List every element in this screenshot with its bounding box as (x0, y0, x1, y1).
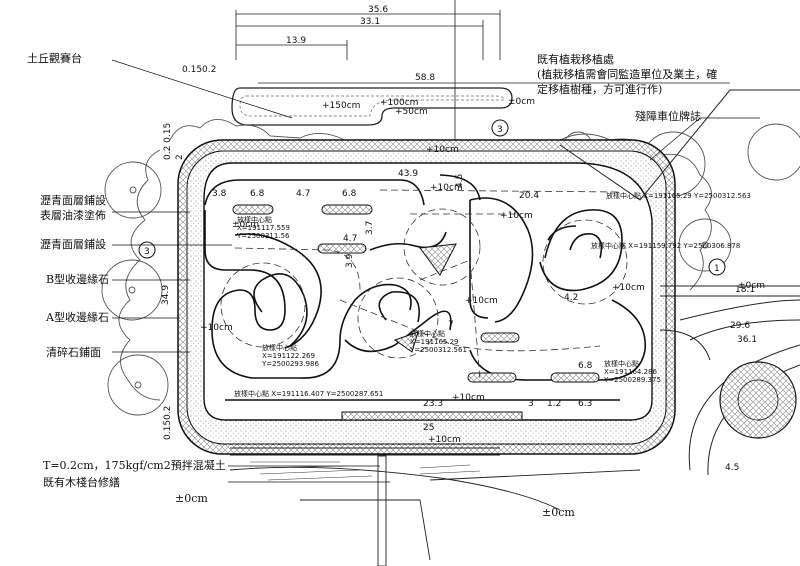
dim-25: 25 (423, 423, 434, 433)
dim-3-9: 3.9 (345, 253, 355, 268)
stake-3-title: 放樣中心點 (410, 329, 445, 338)
dim-4-7-a: 4.7 (296, 189, 310, 199)
elev-0-left: ±0cm (232, 220, 259, 230)
stake-7-x: X=191164.286 (604, 368, 658, 376)
stake-1-x: X=191117.559 (237, 224, 290, 232)
elev-bottom-mid: ±0cm (542, 506, 575, 519)
dim-7: 7 (448, 320, 454, 330)
dim-4-7-b: 4.7 (343, 234, 357, 244)
dim-3-7: 3.7 (365, 221, 375, 235)
dim-6-8-a: 6.8 (250, 189, 265, 199)
stake-3-x: X=191165.29 (410, 338, 459, 346)
stake-7-title: 放樣中心點 (604, 359, 639, 368)
label-tree-note-1: 既有植栽移植處 (537, 53, 614, 66)
stake-3-y: Y=2500312.561 (409, 346, 467, 354)
dim-13-9: 13.9 (286, 36, 306, 46)
label-tree-note-2: (植栽移植需會同監造單位及業主，確 (537, 68, 718, 81)
elev-10-g: +10cm (428, 435, 461, 445)
label-mound-stand: 土丘觀賽台 (27, 52, 82, 65)
dim-18-1: 18.1 (735, 285, 755, 295)
stake-6: 放樣中心點 X=191159.792 Y=2500306.878 (591, 241, 740, 250)
elev-10-c: +10cm (500, 211, 533, 221)
dim-58-8: 58.8 (415, 73, 435, 83)
label-asphalt: 瀝青面層鋪設 (40, 238, 106, 251)
marker-3-top: 3 (497, 125, 503, 135)
elev-10-e: +10cm (200, 323, 233, 333)
stake-2-y: Y=2500293.986 (261, 360, 319, 368)
dim-3: 3 (528, 399, 534, 409)
elev-bottom-left: ±0cm (175, 492, 208, 505)
label-gravel: 清碎石鋪面 (46, 346, 101, 359)
dim-29-6: 29.6 (730, 321, 750, 331)
elev-0-top: ±0cm (508, 97, 535, 107)
elev-10-b: +10cm (430, 183, 463, 193)
marker-3-left: 3 (144, 247, 150, 257)
dim-1-2: 1.2 (547, 399, 561, 409)
label-b-curb: B型收邊緣石 (46, 273, 110, 286)
elev-100: +100cm (380, 98, 418, 108)
dim-6-8-c: 6.8 (578, 361, 593, 371)
stake-4: 放樣中心點 X=191116.407 Y=2500287.651 (234, 389, 383, 398)
dim-43-9: 43.9 (398, 169, 418, 179)
dim-34-9: 34.9 (161, 285, 171, 305)
dim-4-2: 4.2 (564, 293, 578, 303)
label-tree-note-3: 定移植樹種，方可進行作) (537, 83, 663, 96)
dim-0-15: 0.150.2 (182, 65, 216, 75)
dim-2: 2 (175, 154, 185, 160)
dim-33-1: 33.1 (360, 17, 380, 27)
dim-6-8-b: 6.8 (342, 189, 357, 199)
elev-10-f: +10cm (452, 393, 485, 403)
dim-20-4: 20.4 (519, 191, 539, 201)
stake-2-x: X=191122.269 (262, 352, 315, 360)
stake-5: 放樣中心點 X=191165.29 Y=2500312.563 (606, 191, 751, 200)
dim-4-5-b: 4.5 (725, 463, 739, 473)
dim-0-2-0-15: 0.2 0.15 (163, 123, 173, 160)
label-a-curb: A型收邊緣石 (46, 311, 109, 324)
label-deck: 既有木棧台修繕 (43, 476, 120, 489)
stake-2-title: 放樣中心點 (262, 343, 297, 352)
label-parking-sign: 殘障車位牌誌 (635, 110, 701, 123)
elev-50: +50cm (395, 107, 428, 117)
elev-0-right: ±0cm (738, 281, 765, 291)
stake-1-y: Y=2500311.56 (236, 232, 290, 240)
label-asphalt-paint: 瀝青面層鋪設 表層油漆塗佈 (40, 194, 106, 222)
dim-4-5: 4.5 (455, 174, 465, 188)
elev-10-a: +10cm (426, 145, 459, 155)
elev-10-d: +10cm (612, 283, 645, 293)
dim-23-3: 23.3 (423, 399, 443, 409)
marker-1: 1 (714, 264, 720, 274)
dim-3-8: 3.8 (212, 189, 227, 199)
elev-10-h: +10cm (465, 296, 498, 306)
elev-150: +150cm (322, 101, 360, 111)
dim-0-15-b: 0.150.2 (163, 406, 173, 440)
label-concrete: T=0.2cm，175kgf/cm2預拌混凝土 (43, 459, 226, 472)
dim-6-3: 6.3 (578, 399, 592, 409)
dim-36-1: 36.1 (737, 335, 757, 345)
stake-1-title: 放樣中心點 (237, 215, 272, 224)
dim-35-6: 35.6 (368, 5, 388, 15)
stake-7-y: Y=2500289.375 (603, 376, 661, 384)
